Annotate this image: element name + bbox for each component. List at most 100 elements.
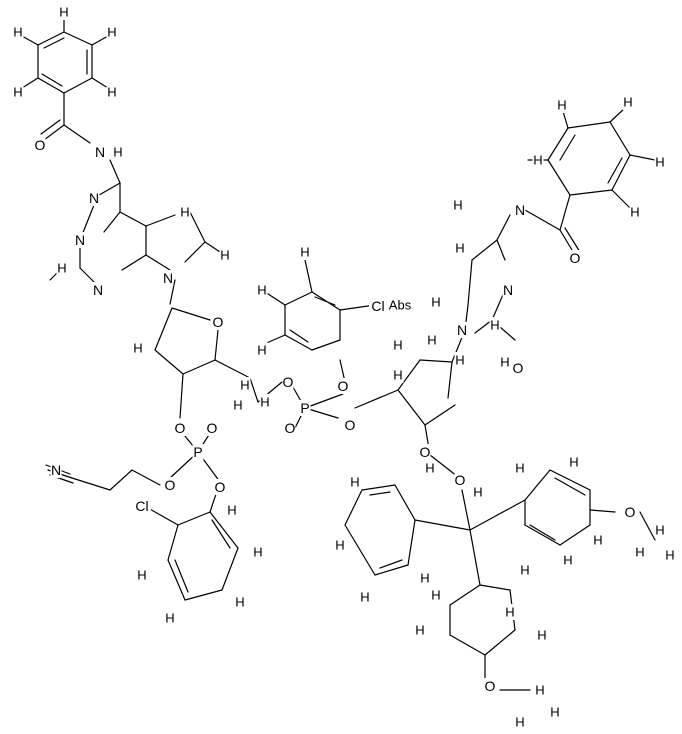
atom-label-bg [164, 610, 176, 626]
atom-label-h: H [655, 155, 664, 170]
atom-label-bg [392, 337, 404, 353]
atom-label-bg [514, 460, 526, 476]
atom-label-h: H [635, 545, 644, 560]
atom-label-bg [624, 504, 636, 520]
atom-label-bg [419, 444, 431, 460]
atom-label-bg [88, 190, 100, 206]
atom-label-h: H [623, 95, 632, 110]
atom-label-bg [499, 354, 511, 370]
atom-label-bg [112, 144, 124, 160]
atom-label-bg [654, 522, 666, 538]
bond-lines [21, 15, 656, 691]
atom-label-o: O [345, 417, 356, 433]
atom-label-bg [234, 594, 246, 610]
atom-label-h: H [220, 248, 229, 263]
atom-label-h: H [415, 623, 424, 638]
atom-label-bg [50, 462, 62, 478]
atom-label-o: O [570, 250, 581, 266]
atom-label-cl: Cl [371, 298, 384, 314]
atom-label-h: H [57, 261, 66, 276]
atom-label-h: H [537, 628, 546, 643]
atom-label-bg [299, 244, 311, 260]
atom-label-bg [419, 570, 431, 586]
atom-label-h: H [455, 241, 464, 256]
atom-label-h: H [431, 588, 440, 603]
atom-label-bg [282, 374, 294, 390]
atom-label-h: H [257, 343, 266, 358]
atom-label-h: H [59, 5, 68, 20]
atom-label-h: H [490, 318, 499, 333]
atom-label-bg [132, 340, 144, 356]
atom-label-h: H [253, 545, 262, 560]
atom-label-bg [454, 472, 466, 488]
atom-label-bg [430, 294, 442, 310]
atom-label-h: H [13, 25, 22, 40]
atom-label-h: H [240, 378, 249, 393]
atom-label-bg [219, 247, 231, 263]
atom-label-bg [629, 204, 641, 220]
atom-label-h: H [515, 461, 524, 476]
atom-label-h: H [13, 85, 22, 100]
atom-label-h: H [505, 605, 514, 620]
atom-label-o: O [283, 374, 294, 390]
atom-label-bg [549, 704, 561, 720]
atom-label-o: O [285, 420, 296, 436]
atom-label-o: O [215, 479, 226, 495]
atom-label-h: H [107, 25, 116, 40]
atom-label-bg [392, 367, 404, 383]
atom-label-bg [414, 622, 426, 638]
atom-label-h: H [165, 611, 174, 626]
atom-label-h: H [665, 548, 674, 563]
atom-label-h: H [233, 398, 242, 413]
atom-label-h: H [137, 568, 146, 583]
atom-label-h: H [500, 355, 509, 370]
atom-label-bg [56, 260, 68, 276]
atom-label-h: H [227, 503, 236, 518]
atom-label-bg [214, 479, 226, 495]
atom-label-bg [472, 484, 484, 500]
atom-label-bg [106, 24, 118, 40]
atom-label-bg [106, 84, 118, 100]
atom-label-h: H [455, 353, 464, 368]
atom-label-bg [92, 282, 104, 298]
atom-label-bg [256, 282, 268, 298]
atom-label-h: H [431, 295, 440, 310]
atom-label-bg [349, 474, 361, 490]
atom-label-h: H [257, 283, 266, 298]
atom-label-bg [654, 154, 666, 170]
atom-label-bg [489, 317, 501, 333]
atom-label-o: O [213, 314, 224, 330]
atom-label-n: N [515, 202, 525, 218]
atom-label-h: H [393, 338, 402, 353]
atom-label-bg [534, 682, 546, 698]
atom-label-h: H [655, 523, 664, 538]
atom-label-bg [519, 562, 531, 578]
atom-label-h: H [260, 395, 269, 410]
atom-label-o: O [165, 477, 176, 493]
atom-label-h: H [533, 153, 542, 168]
atom-label-cl: Cl [135, 498, 148, 514]
atom-label-h: H [630, 205, 639, 220]
atom-label-bg [284, 420, 296, 436]
atom-label-h: H [515, 715, 524, 730]
atom-label-bg [532, 152, 544, 168]
atom-label-p: P [300, 400, 309, 416]
atom-label-h: H [133, 341, 142, 356]
atom-label-bg [299, 400, 311, 416]
atom-label-bg [133, 498, 151, 514]
atom-label-o: O [420, 444, 431, 460]
atom-label-bg [164, 477, 176, 493]
atom-label-o: O [513, 360, 524, 376]
atom-label-bg [334, 537, 346, 553]
atom-label-bg [592, 532, 604, 548]
atom-label-n: N [75, 232, 85, 248]
atom-label-bg [504, 604, 516, 620]
atom-label-bg [452, 197, 464, 213]
atom-label-bg [634, 544, 646, 560]
atom-label-bg [369, 298, 387, 314]
atom-label-bg [568, 454, 580, 470]
atom-label-h: H [113, 145, 122, 160]
atom-label-n: N [503, 282, 513, 298]
atom-label-h: H [563, 553, 572, 568]
